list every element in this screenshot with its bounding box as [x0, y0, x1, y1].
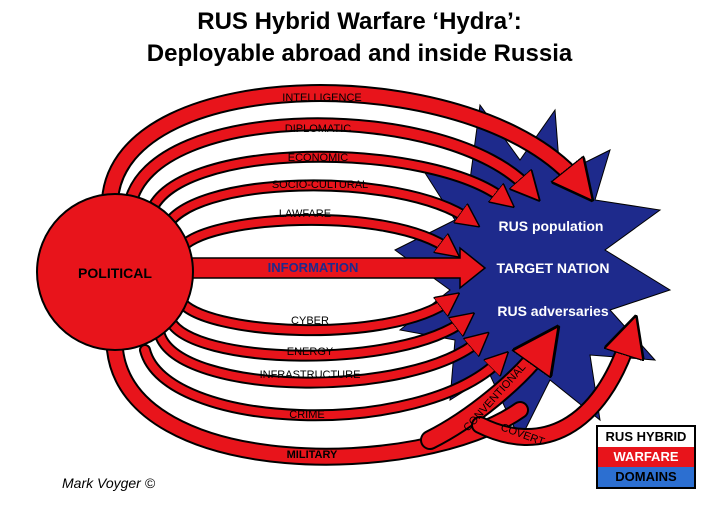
legend-box: RUS HYBRID WARFARE DOMAINS	[596, 425, 696, 489]
label-lawfare: LAWFARE	[279, 208, 331, 220]
target-rus-population: RUS population	[499, 218, 604, 234]
label-crime: CRIME	[289, 409, 324, 421]
label-information: INFORMATION	[268, 260, 359, 275]
arrow-information	[184, 246, 487, 290]
label-intelligence: INTELLIGENCE	[282, 92, 361, 104]
domain-arrows	[101, 84, 630, 466]
label-economic: ECONOMIC	[288, 152, 349, 164]
label-socio-cultural: SOCIO-CULTURAL	[272, 179, 368, 191]
label-energy: ENERGY	[287, 346, 334, 358]
political-node	[36, 193, 194, 351]
label-military: MILITARY	[287, 449, 338, 461]
legend-line-2: WARFARE	[598, 447, 694, 467]
legend-line-1: RUS HYBRID	[605, 429, 687, 444]
title-line-2: Deployable abroad and inside Russia	[146, 40, 573, 67]
target-rus-adversaries: RUS adversaries	[497, 303, 609, 319]
title-line-1: RUS Hybrid Warfare ‘Hydra’:	[197, 8, 522, 35]
legend-line-3: DOMAINS	[598, 467, 694, 487]
label-diplomatic: DIPLOMATIC	[285, 123, 351, 135]
author-credit: Mark Voyger ©	[62, 475, 156, 491]
label-cyber: CYBER	[291, 315, 329, 327]
target-target-nation: TARGET NATION	[496, 260, 609, 276]
label-infrastructure: INFRASTRUCTURE	[260, 369, 361, 381]
political-label: POLITICAL	[78, 265, 152, 281]
